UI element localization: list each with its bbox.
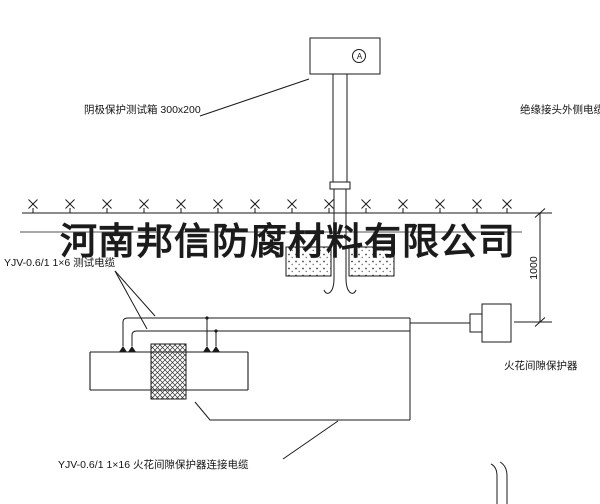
test-box-label: 阴极保护测试箱 300x200 — [84, 104, 201, 116]
cable-runs — [122, 317, 470, 421]
dimension-value: 1000 — [528, 256, 540, 280]
spark-gap-protector — [469, 303, 512, 343]
insulating-joint — [150, 343, 187, 400]
concrete-blocks — [285, 246, 395, 277]
watermark: 河南邦信防腐材料有限公司 — [60, 222, 516, 263]
bottom-cable-label: YJV-0.6/1 1×16 火花间隙保护器连接电缆 — [58, 459, 249, 471]
insulation-cable-label: 绝缘接头外侧电缆 — [520, 104, 600, 116]
leader-lines — [114, 78, 339, 460]
test-box — [309, 37, 381, 75]
pipe-riser-symbol — [490, 461, 508, 504]
conduit-post — [323, 74, 357, 294]
dimension-line — [514, 208, 552, 327]
terminal-letter: A — [356, 52, 363, 61]
ground-line — [20, 212, 552, 233]
test-cable-label: YJV-0.6/1 1×6 测试电缆 — [4, 257, 116, 269]
spark-protector-label: 火花间隙保护器 — [504, 360, 578, 372]
